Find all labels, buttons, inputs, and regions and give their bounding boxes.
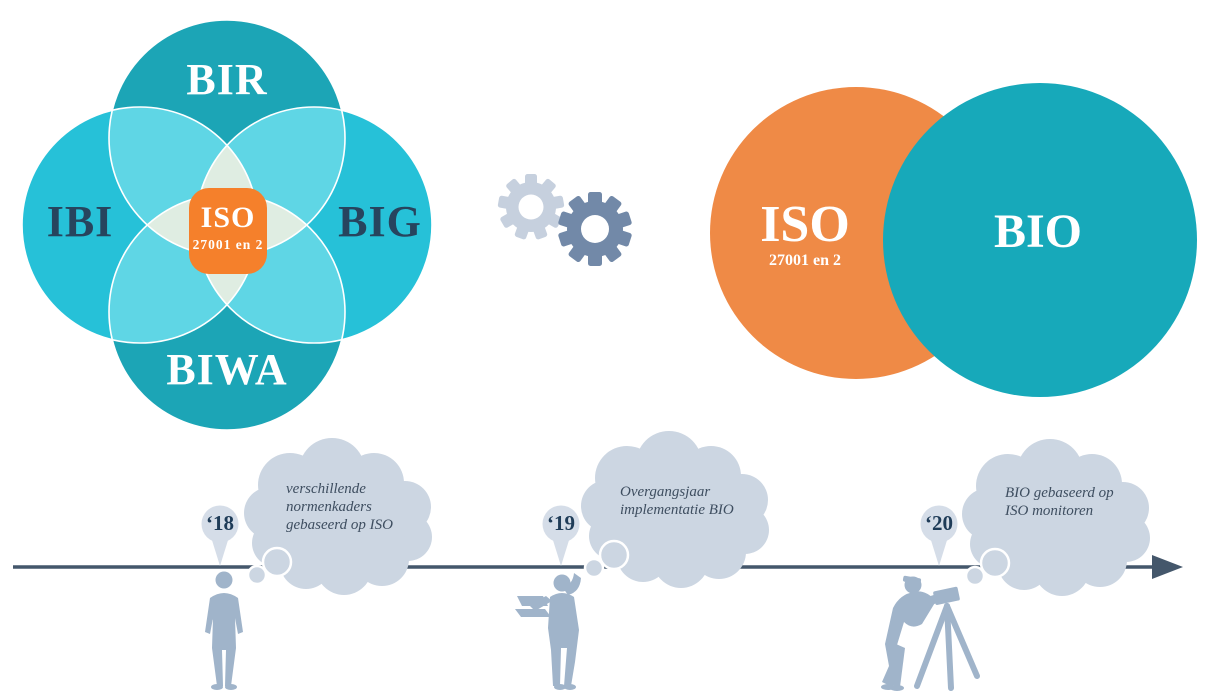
person-arms-crossed-icon [205, 571, 243, 690]
venn-label-biwa: BIWA [166, 345, 288, 394]
venn-label-ibi: IBI [46, 197, 114, 246]
timeline-arrow-icon [1152, 555, 1183, 579]
bio-circle-title: BIO [993, 205, 1083, 258]
iso-center-subtitle: 27001 en 2 [192, 237, 264, 252]
cloud-note-2019: Overgangsjaar implementatie BIO [620, 484, 734, 518]
venn-four-circles [21, 19, 433, 431]
venn-label-big: BIG [338, 197, 422, 246]
iso-circle-subtitle: 27001 en 2 [769, 252, 841, 269]
person-with-laptop-icon [515, 573, 581, 690]
cloud-note-2020: BIO gebaseerd op ISO monitoren [1005, 485, 1114, 519]
surveyor-tripod-icon [881, 575, 980, 691]
iso-center-title: ISO [200, 201, 256, 234]
iso-circle-title: ISO [760, 196, 850, 253]
people [205, 571, 980, 691]
cloud-note-2018: verschillende normenkaders gebaseerd op … [286, 481, 393, 533]
gears-icon [497, 174, 632, 266]
gear-light-icon [497, 174, 565, 240]
iso-center-badge: ISO 27001 en 2 [189, 188, 267, 274]
venn-two-circles [710, 83, 1197, 397]
year-marker-19: ‘19 [547, 511, 575, 535]
bio-circle [883, 83, 1197, 397]
year-marker-18: ‘18 [206, 511, 234, 535]
venn-label-bir: BIR [186, 55, 268, 104]
year-marker-20: ‘20 [925, 511, 953, 535]
gear-dark-icon [558, 192, 632, 266]
